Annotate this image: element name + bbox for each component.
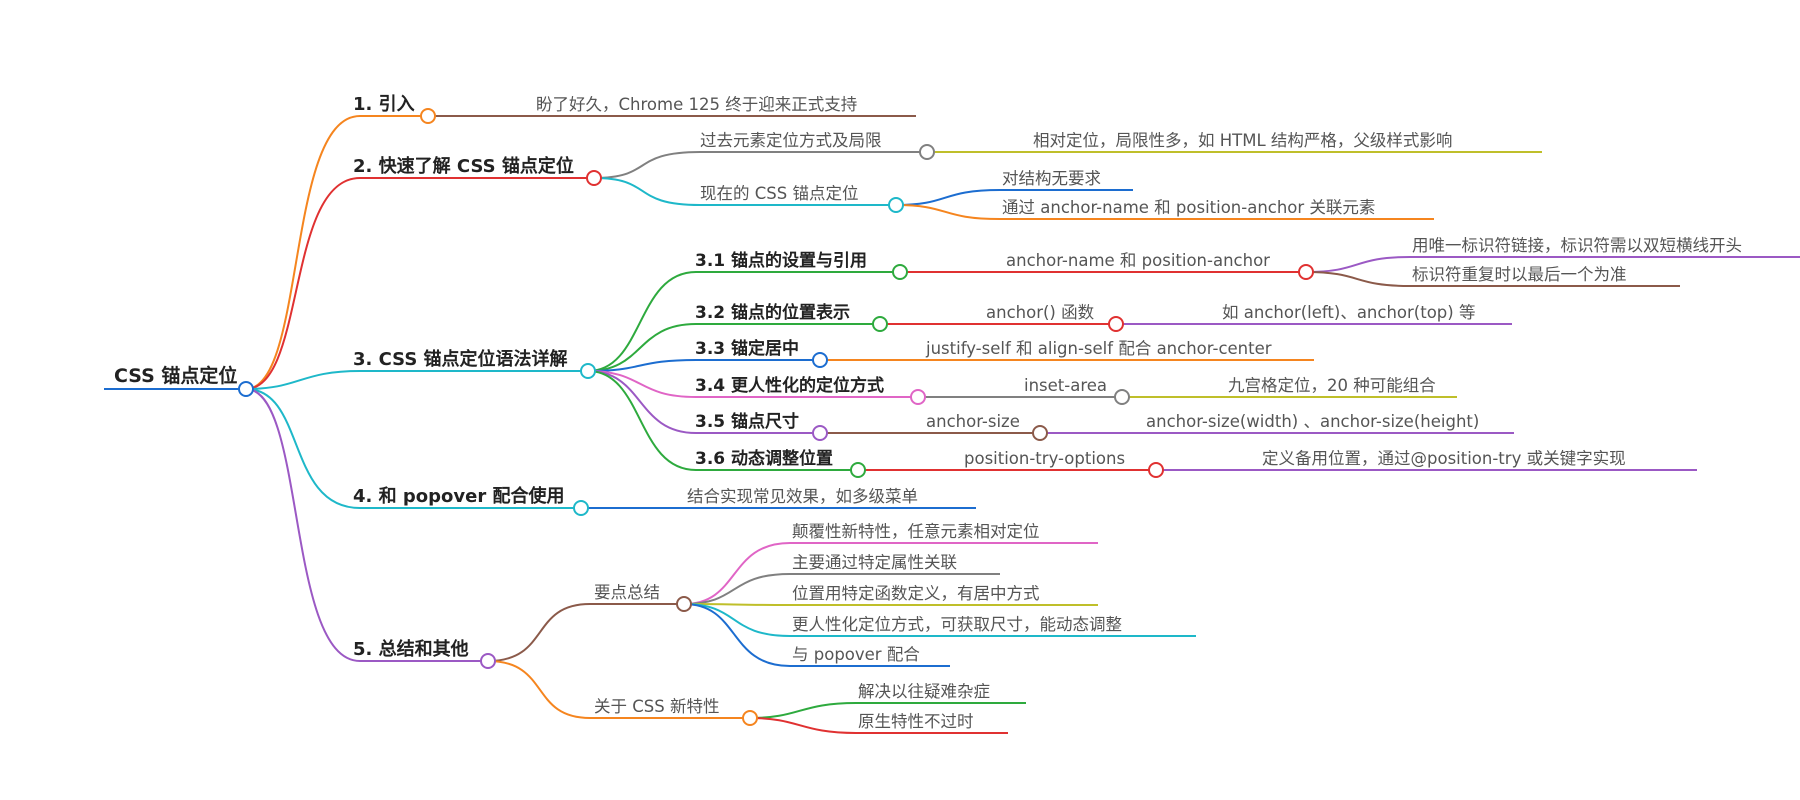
node-b5-about[interactable]: 关于 CSS 新特性: [594, 697, 719, 716]
node-s1-c1[interactable]: 用唯一标识符链接，标识符需以双短横线开头: [1412, 236, 1742, 255]
edge-s1mid-c2: [1305, 271, 1411, 287]
edge-root-b3: [245, 370, 361, 390]
node-s1-c2[interactable]: 标识符重复时以最后一个为准: [1412, 265, 1627, 284]
node-s2-mid[interactable]: anchor() 函数: [986, 303, 1095, 322]
node-s4[interactable]: 3.4 更人性化的定位方式: [695, 375, 884, 396]
mindmap-underlines: [104, 115, 1800, 734]
edge-b3-s2: [587, 323, 697, 372]
edge-now-c2: [895, 204, 1001, 220]
toggle-s4-mid[interactable]: [1114, 389, 1130, 405]
node-s5-mid[interactable]: anchor-size: [926, 412, 1020, 431]
edge-b3-s1: [587, 271, 697, 372]
edge-root-b2: [245, 177, 361, 390]
node-b2-past-c1[interactable]: 相对定位，局限性多，如 HTML 结构严格，父级样式影响: [1033, 131, 1452, 150]
node-b1[interactable]: 1. 引入: [353, 94, 415, 115]
edge-summary-i1: [683, 542, 791, 605]
node-b2-past[interactable]: 过去元素定位方式及局限: [700, 131, 882, 150]
toggle-now[interactable]: [888, 197, 904, 213]
toggle-summary[interactable]: [676, 596, 692, 612]
toggle-root[interactable]: [238, 381, 254, 397]
toggle-b3[interactable]: [580, 363, 596, 379]
node-b1-c1[interactable]: 盼了好久，Chrome 125 终于迎来正式支持: [536, 95, 857, 114]
toggle-s2[interactable]: [872, 316, 888, 332]
edge-b5-about: [487, 660, 591, 719]
toggle-about[interactable]: [742, 710, 758, 726]
node-s2[interactable]: 3.2 锚点的位置表示: [695, 302, 850, 323]
node-b4[interactable]: 4. 和 popover 配合使用: [353, 485, 564, 507]
node-summary-i3[interactable]: 位置用特定函数定义，有居中方式: [792, 584, 1040, 603]
node-root[interactable]: CSS 锚点定位: [114, 364, 237, 387]
node-s5-c1[interactable]: anchor-size(width) 、anchor-size(height): [1146, 412, 1479, 431]
node-b2-now-c2[interactable]: 通过 anchor-name 和 position-anchor 关联元素: [1002, 198, 1375, 217]
node-b4-c1[interactable]: 结合实现常见效果，如多级菜单: [687, 487, 918, 506]
toggle-s6[interactable]: [850, 462, 866, 478]
mindmap-edges: [245, 115, 1697, 734]
edge-summary-i5: [683, 603, 791, 667]
toggle-s2-mid[interactable]: [1108, 316, 1124, 332]
edge-b3-s3: [587, 359, 697, 372]
toggle-s5[interactable]: [812, 425, 828, 441]
edge-b3-s5: [587, 370, 697, 434]
edge-root-b4: [245, 388, 361, 509]
edge-now-c1: [895, 189, 1001, 206]
node-b5[interactable]: 5. 总结和其他: [353, 638, 469, 660]
node-about-i1[interactable]: 解决以往疑难杂症: [858, 682, 990, 701]
toggle-b5[interactable]: [480, 653, 496, 669]
toggle-s1-mid[interactable]: [1298, 264, 1314, 280]
node-s2-c1[interactable]: 如 anchor(left)、anchor(top) 等: [1222, 303, 1475, 322]
node-s6-mid[interactable]: position-try-options: [964, 449, 1125, 468]
node-b3[interactable]: 3. CSS 锚点定位语法详解: [353, 348, 568, 370]
edge-b2-now: [593, 177, 701, 206]
node-b5-summary[interactable]: 要点总结: [594, 583, 660, 602]
mindmap-node-toggles: [238, 108, 1314, 726]
node-b2-now[interactable]: 现在的 CSS 锚点定位: [700, 184, 858, 203]
toggle-past[interactable]: [919, 144, 935, 160]
edge-b2-past: [593, 151, 701, 179]
toggle-b1[interactable]: [420, 108, 436, 124]
node-s3-c1[interactable]: justify-self 和 align-self 配合 anchor-cent…: [925, 339, 1272, 358]
toggle-s1[interactable]: [892, 264, 908, 280]
edge-b5-summary: [487, 603, 591, 662]
edge-root-b5: [245, 388, 361, 662]
node-s4-c1[interactable]: 九宫格定位，20 种可能组合: [1228, 376, 1436, 395]
node-b2-now-c1[interactable]: 对结构无要求: [1002, 169, 1101, 188]
toggle-b2[interactable]: [586, 170, 602, 186]
edge-root-b1: [245, 115, 361, 390]
node-s1[interactable]: 3.1 锚点的设置与引用: [695, 250, 867, 271]
toggle-s6-mid[interactable]: [1148, 462, 1164, 478]
toggle-s3[interactable]: [812, 352, 828, 368]
edge-about-i2: [749, 717, 857, 734]
edge-b3-s4: [587, 370, 697, 398]
node-summary-i2[interactable]: 主要通过特定属性关联: [792, 553, 957, 572]
mindmap-labels: CSS 锚点定位 1. 引入 盼了好久，Chrome 125 终于迎来正式支持 …: [114, 94, 1742, 731]
toggle-b4[interactable]: [573, 500, 589, 516]
edge-summary-i2: [683, 573, 791, 605]
node-s1-mid[interactable]: anchor-name 和 position-anchor: [1006, 251, 1270, 270]
node-b2[interactable]: 2. 快速了解 CSS 锚点定位: [353, 155, 574, 177]
node-s3[interactable]: 3.3 锚定居中: [695, 338, 799, 359]
edge-b3-s6: [587, 370, 697, 471]
toggle-s4[interactable]: [910, 389, 926, 405]
node-summary-i1[interactable]: 颠覆性新特性，任意元素相对定位: [792, 522, 1040, 541]
edge-about-i1: [749, 702, 857, 719]
node-s5[interactable]: 3.5 锚点尺寸: [695, 411, 799, 432]
node-summary-i4[interactable]: 更人性化定位方式，可获取尺寸，能动态调整: [792, 615, 1122, 634]
node-s6[interactable]: 3.6 动态调整位置: [695, 448, 833, 469]
toggle-s5-mid[interactable]: [1032, 425, 1048, 441]
edge-s1mid-c1: [1305, 256, 1411, 273]
edge-summary-i4: [683, 603, 791, 637]
node-s4-mid[interactable]: inset-area: [1024, 376, 1107, 395]
node-summary-i5[interactable]: 与 popover 配合: [792, 645, 920, 664]
node-s6-c1[interactable]: 定义备用位置，通过@position-try 或关键字实现: [1262, 449, 1626, 468]
edge-summary-i3: [683, 603, 791, 606]
node-about-i2[interactable]: 原生特性不过时: [858, 712, 974, 731]
